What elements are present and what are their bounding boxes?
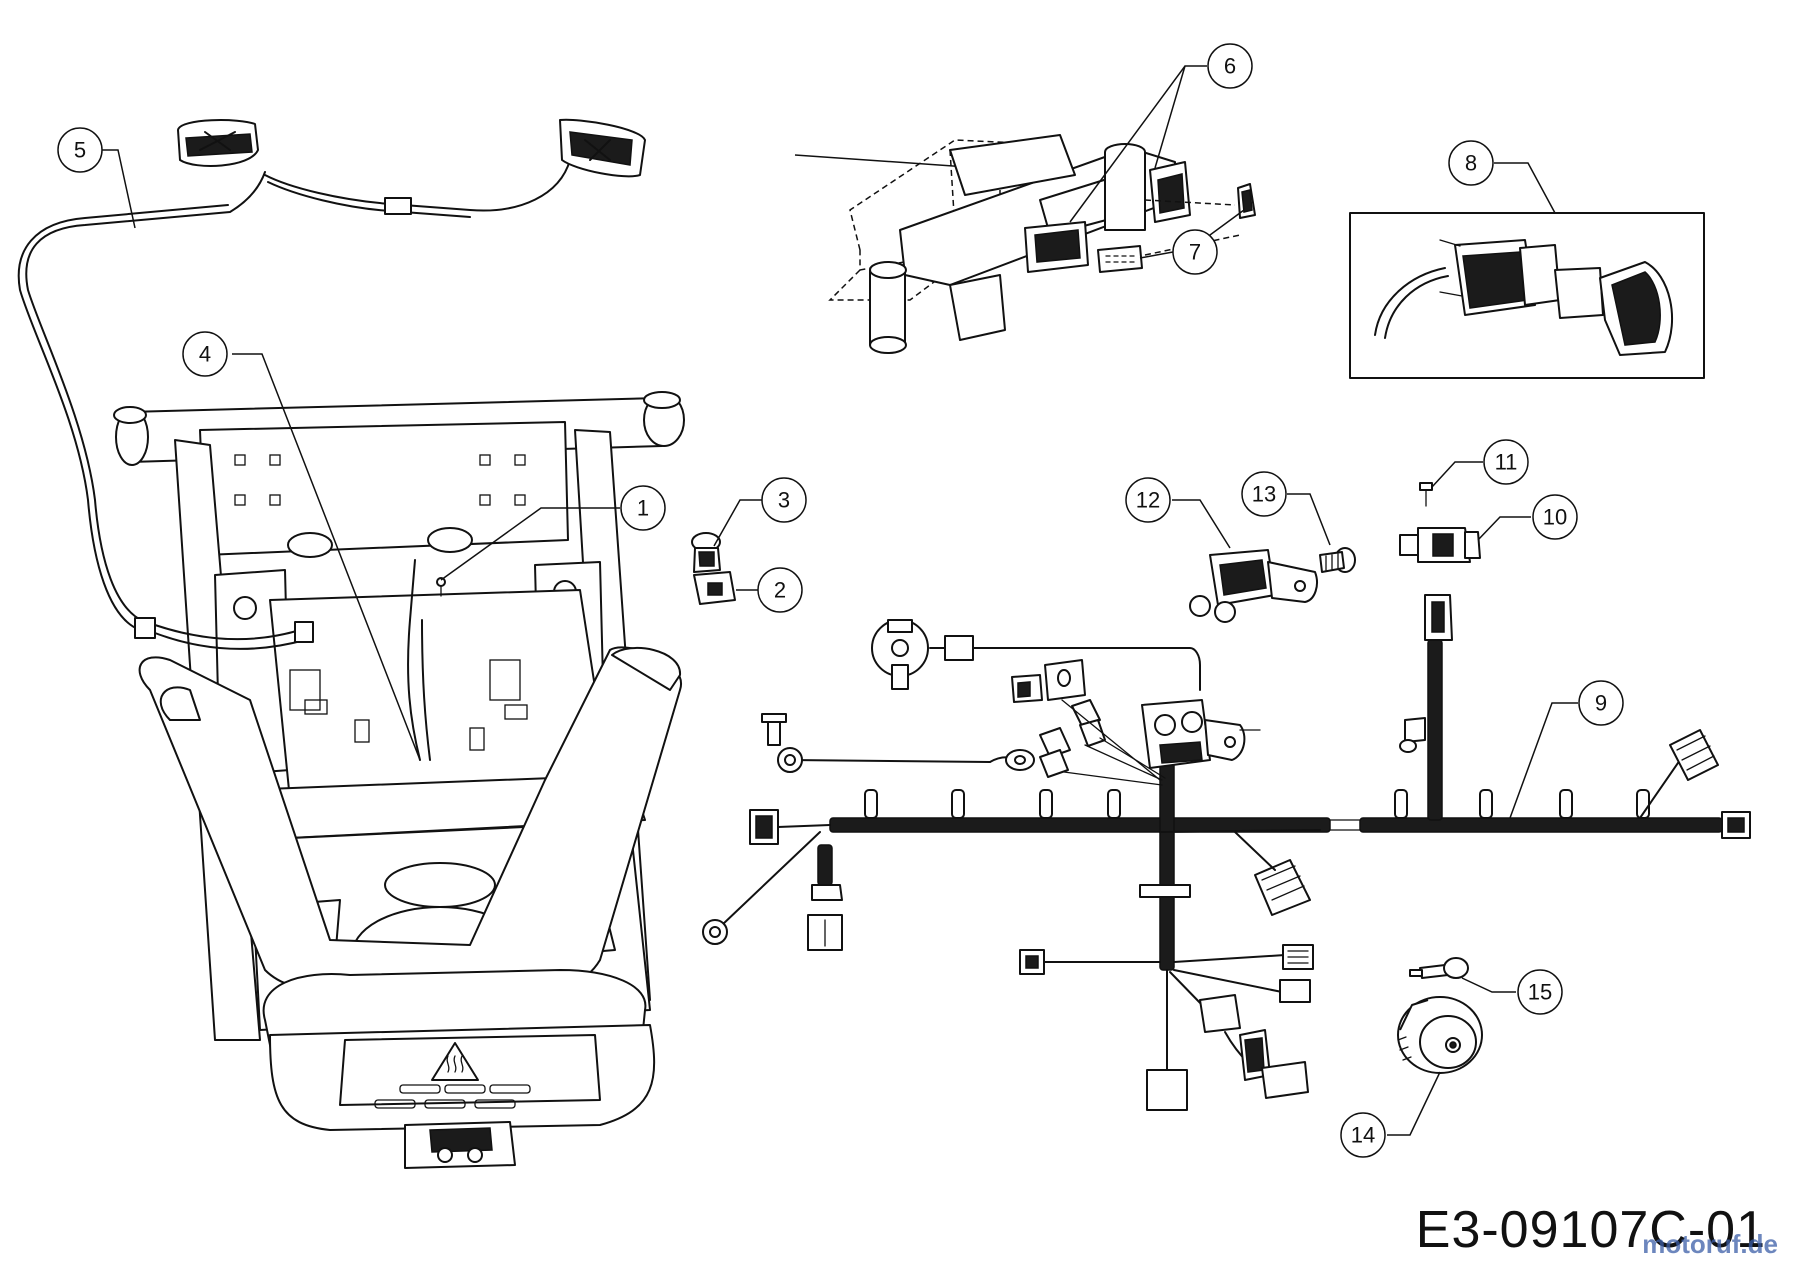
plug-part-10	[1399, 527, 1481, 563]
callout-label: 6	[1224, 54, 1236, 79]
callout-11: 11	[1483, 439, 1529, 485]
callout-label: 9	[1595, 691, 1607, 716]
seat-switch-wire-part-4	[407, 559, 431, 761]
callout-15: 15	[1517, 969, 1563, 1015]
callout-3: 3	[761, 477, 807, 523]
callout-13: 13	[1241, 471, 1287, 517]
callout-label: 2	[774, 578, 786, 603]
solenoid-part-12	[1189, 549, 1318, 623]
callout-14: 14	[1340, 1112, 1386, 1158]
callout-label: 5	[74, 138, 86, 163]
callout-10: 10	[1532, 494, 1578, 540]
callout-leaders	[100, 65, 1578, 1136]
callout-4: 4	[182, 331, 228, 377]
callout-8: 8	[1448, 140, 1494, 186]
callout-label: 13	[1252, 482, 1276, 507]
switch-mount-part-2	[693, 571, 736, 605]
screw-part-1	[436, 577, 446, 597]
ignition-key-part-15	[1409, 957, 1469, 979]
callout-label: 11	[1495, 450, 1518, 475]
callout-2: 2	[757, 567, 803, 613]
callout-label: 4	[199, 342, 211, 367]
callout-label: 1	[637, 496, 649, 521]
bolt-part-13	[1319, 547, 1356, 573]
seat-frame-assembly	[113, 391, 685, 1169]
seat-wire-harness-part-5	[17, 118, 646, 650]
connector-detail-box-part-8	[1349, 212, 1705, 379]
ignition-switch-part-14	[1397, 996, 1483, 1074]
callout-label: 8	[1465, 151, 1477, 176]
callout-label: 14	[1351, 1123, 1375, 1148]
control-frame-assembly	[794, 134, 1256, 354]
callout-label: 7	[1189, 240, 1201, 265]
callout-label: 15	[1528, 980, 1552, 1005]
callout-7: 7	[1172, 229, 1218, 275]
callout-label: 3	[778, 488, 790, 513]
watermark-logo: motoruf.de	[1642, 1229, 1778, 1259]
callout-label: 12	[1136, 488, 1160, 513]
drawing-code: E3-09107C-01	[1415, 1201, 1766, 1259]
callout-9: 9	[1578, 680, 1624, 726]
switch-part-3	[691, 532, 721, 573]
callout-label: 10	[1543, 505, 1567, 530]
main-wiring-harness-part-9	[702, 594, 1751, 1111]
callout-1: 1	[620, 485, 666, 531]
callout-5: 5	[57, 127, 103, 173]
screw-part-11	[1419, 482, 1433, 507]
callout-12: 12	[1125, 477, 1171, 523]
callout-6: 6	[1207, 43, 1253, 89]
